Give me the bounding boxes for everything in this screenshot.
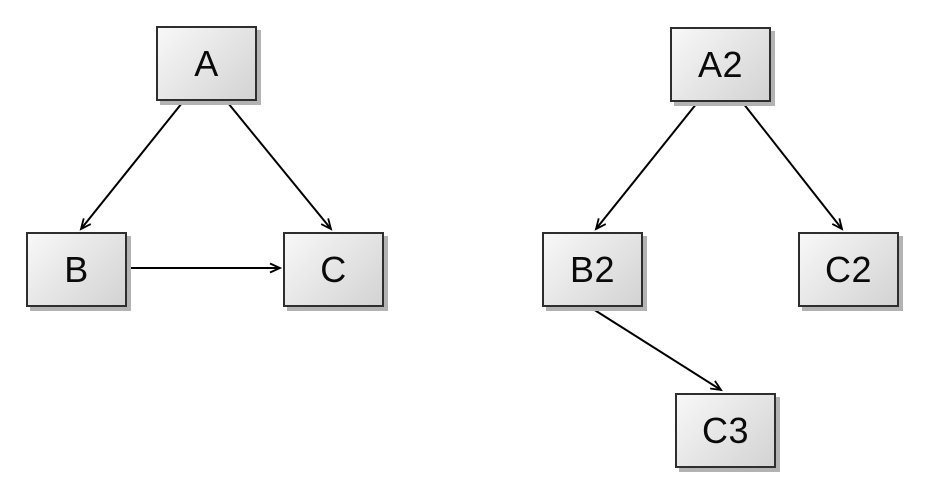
node-c3[interactable]: C3: [675, 393, 776, 468]
node-b2-label: B2: [569, 248, 616, 290]
node-c3-label: C3: [701, 409, 750, 451]
edge-a-b: [79, 102, 183, 231]
node-c[interactable]: C: [283, 232, 384, 307]
edge-a2-c2: [742, 102, 844, 231]
node-c-label: C: [320, 248, 347, 290]
node-c2[interactable]: C2: [798, 232, 899, 307]
node-b-label: B: [64, 248, 89, 290]
node-a2-label: A2: [697, 43, 744, 85]
node-b[interactable]: B: [26, 232, 127, 307]
edge-a2-b2: [594, 102, 698, 231]
node-c2-label: C2: [824, 248, 873, 290]
node-a2[interactable]: A2: [670, 27, 771, 102]
node-a[interactable]: A: [156, 26, 257, 101]
node-b2[interactable]: B2: [542, 232, 643, 307]
edge-a-c: [227, 102, 333, 231]
edge-b2-c3: [592, 308, 723, 392]
node-a-label: A: [194, 42, 219, 84]
